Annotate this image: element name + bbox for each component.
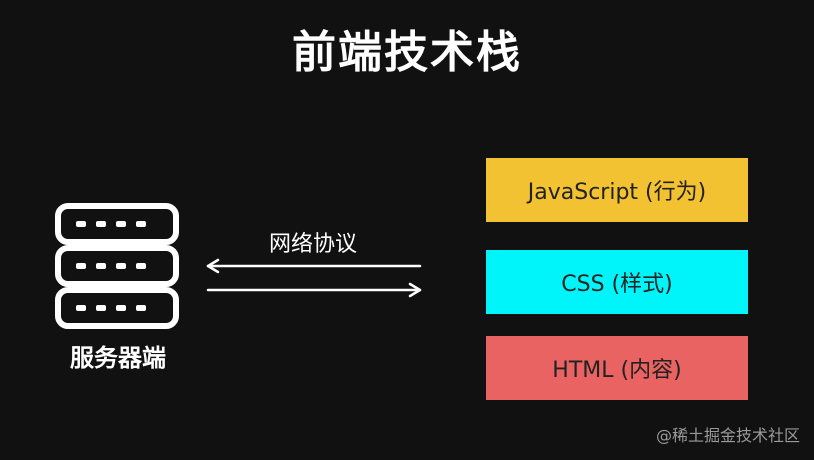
server-label: 服务器端 [70, 344, 166, 372]
server-icon [55, 203, 179, 329]
protocol-label: 网络协议 [268, 232, 357, 257]
server-unit-middle [55, 245, 179, 287]
server-unit-bottom [55, 287, 179, 329]
layer-css: CSS (样式) [486, 250, 748, 314]
layer-html: HTML (内容) [486, 336, 748, 400]
diagram-title: 前端技术栈 [292, 27, 522, 78]
server-unit-top [55, 203, 179, 245]
layer-javascript: JavaScript (行为) [486, 158, 748, 222]
arrow-left [206, 258, 422, 274]
watermark: @稀土掘金技术社区 [655, 426, 800, 445]
bidirectional-arrows [206, 258, 422, 298]
arrow-right [206, 282, 422, 298]
